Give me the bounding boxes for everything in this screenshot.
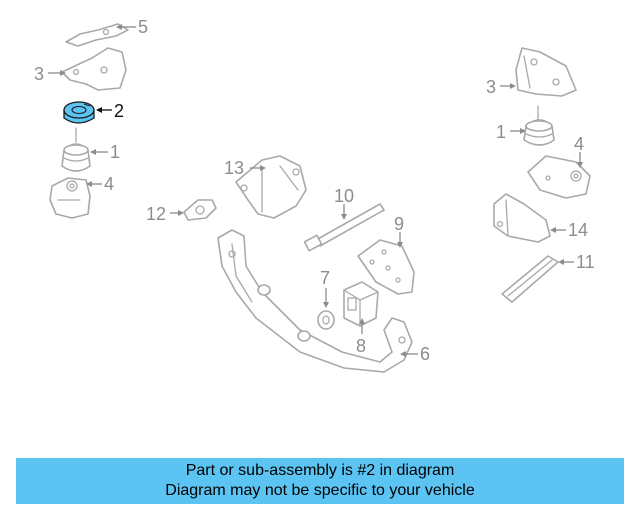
part-7-bushing bbox=[317, 310, 335, 330]
callout-10: 10 bbox=[334, 186, 354, 220]
svg-text:11: 11 bbox=[576, 252, 595, 272]
svg-text:4: 4 bbox=[104, 174, 114, 194]
part-13-bracket bbox=[235, 155, 307, 219]
callout-8: 8 bbox=[356, 318, 366, 356]
svg-text:10: 10 bbox=[334, 186, 354, 206]
callout-9: 9 bbox=[394, 214, 404, 248]
part-3-bracket-right bbox=[515, 47, 577, 97]
part-9-bracket-plate bbox=[357, 239, 415, 295]
svg-text:12: 12 bbox=[146, 204, 166, 224]
svg-text:2: 2 bbox=[114, 101, 124, 121]
info-banner: Part or sub-assembly is #2 in diagram Di… bbox=[16, 458, 624, 504]
part-10-bolt bbox=[303, 203, 385, 252]
callout-7: 7 bbox=[320, 268, 330, 308]
callout-14: 14 bbox=[550, 220, 588, 240]
part-4-mount-bracket-right bbox=[527, 155, 591, 199]
banner-line-1: Part or sub-assembly is #2 in diagram bbox=[185, 462, 455, 479]
part-11-strip bbox=[501, 255, 559, 303]
svg-text:3: 3 bbox=[34, 64, 44, 84]
part-4-mount-bracket-left bbox=[49, 177, 91, 219]
svg-text:3: 3 bbox=[486, 77, 496, 97]
callout-3-left: 3 bbox=[34, 64, 66, 84]
callout-3-right: 3 bbox=[486, 77, 516, 97]
callout-1-left: 1 bbox=[90, 142, 120, 162]
callout-6: 6 bbox=[400, 344, 430, 364]
svg-text:5: 5 bbox=[138, 17, 148, 37]
callout-2: 2 bbox=[96, 101, 124, 121]
svg-text:14: 14 bbox=[568, 220, 588, 240]
svg-text:1: 1 bbox=[110, 142, 120, 162]
svg-text:8: 8 bbox=[356, 336, 366, 356]
callout-4-right: 4 bbox=[574, 134, 584, 168]
callout-4-left: 4 bbox=[86, 174, 114, 194]
svg-text:9: 9 bbox=[394, 214, 404, 234]
crossmember-frame bbox=[217, 229, 413, 373]
svg-text:7: 7 bbox=[320, 268, 330, 288]
part-1-engine-mount-right bbox=[523, 105, 555, 146]
callout-13: 13 bbox=[224, 158, 266, 178]
parts-diagram: 5 3 2 1 bbox=[34, 17, 595, 373]
part-1-engine-mount-left bbox=[61, 127, 91, 172]
svg-text:13: 13 bbox=[224, 158, 244, 178]
part-3-bracket-left bbox=[61, 47, 127, 91]
callout-5: 5 bbox=[116, 17, 148, 37]
callout-11: 11 bbox=[558, 252, 595, 272]
part-12-plate bbox=[183, 199, 217, 221]
part-2-rubber-cushion bbox=[63, 101, 95, 124]
svg-text:1: 1 bbox=[496, 122, 506, 142]
svg-text:6: 6 bbox=[420, 344, 430, 364]
callout-1-right: 1 bbox=[496, 122, 526, 142]
part-8-mount-block bbox=[343, 281, 379, 327]
svg-text:4: 4 bbox=[574, 134, 584, 154]
banner-line-2: Diagram may not be specific to your vehi… bbox=[165, 482, 475, 499]
part-5-bracket-plate bbox=[65, 23, 129, 47]
callout-12: 12 bbox=[146, 204, 184, 224]
part-14-bracket bbox=[493, 193, 551, 243]
